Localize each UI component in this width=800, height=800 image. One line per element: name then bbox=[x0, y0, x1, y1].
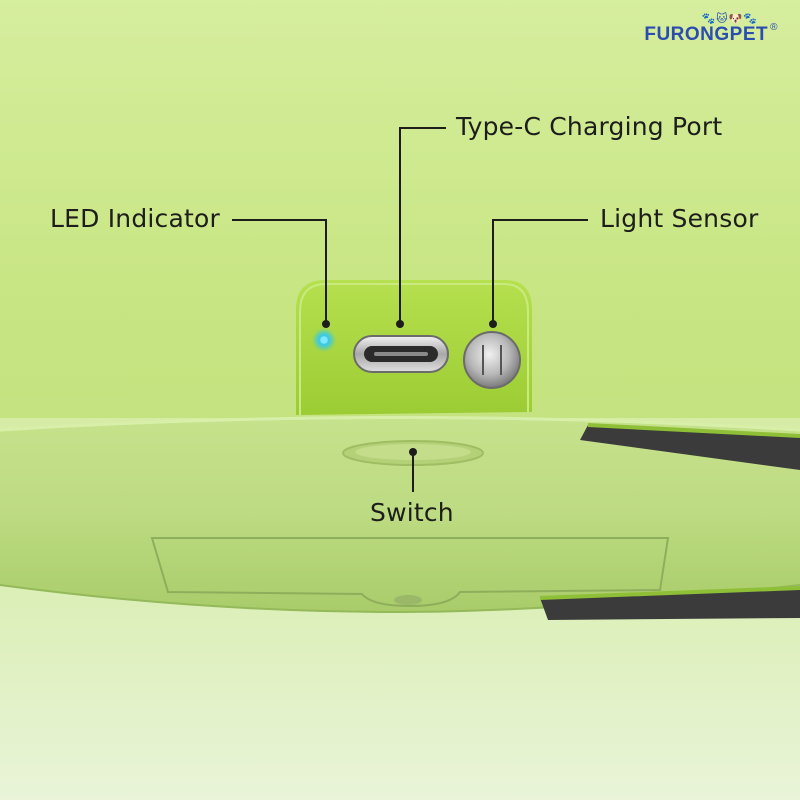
label-switch: Switch bbox=[370, 498, 454, 527]
leader-type-c bbox=[399, 127, 446, 322]
brand-logo: FURONGPET® bbox=[644, 22, 778, 46]
label-led-indicator: LED Indicator bbox=[50, 204, 220, 233]
leader-led bbox=[232, 219, 327, 322]
side-tab-upper bbox=[580, 425, 800, 470]
registered-mark: ® bbox=[770, 22, 778, 33]
device-base-disc bbox=[0, 417, 800, 612]
brand-pet-icons: 🐾🐱🐶🐾 bbox=[701, 12, 758, 25]
battery-cover bbox=[150, 537, 670, 608]
light-sensor bbox=[463, 331, 521, 389]
callout-lines bbox=[232, 127, 588, 492]
brand-name: FURONGPET bbox=[644, 24, 769, 45]
leader-light-sensor bbox=[492, 219, 588, 322]
label-type-c-charging-port: Type-C Charging Port bbox=[456, 112, 723, 141]
callout-dots bbox=[322, 320, 497, 456]
led-dot bbox=[320, 336, 328, 344]
label-light-sensor: Light Sensor bbox=[600, 204, 759, 233]
